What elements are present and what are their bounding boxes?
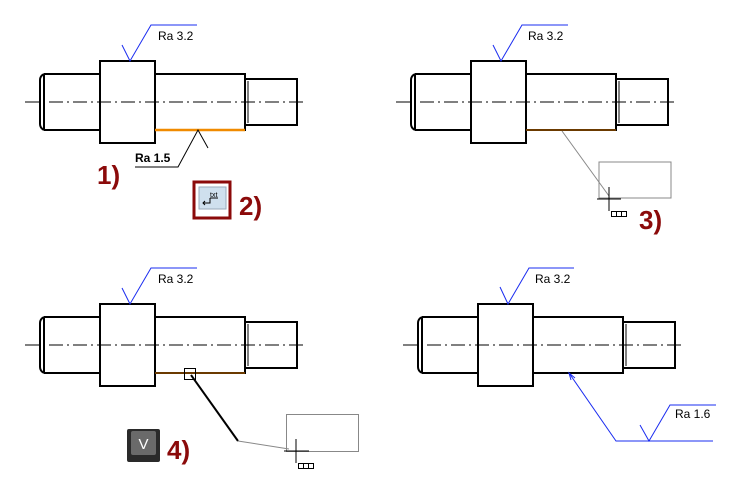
text-placement-box bbox=[598, 161, 672, 199]
step-label-3: 3) bbox=[639, 205, 662, 235]
leader-line bbox=[190, 374, 239, 442]
roughness-leader bbox=[568, 372, 713, 442]
crosshair-cursor-icon bbox=[284, 439, 314, 469]
text-placement-box bbox=[286, 414, 359, 452]
step-label-4: 4) bbox=[167, 435, 190, 465]
panel-2: Ra 3.2 3) bbox=[395, 24, 675, 235]
roughness-symbol-top bbox=[499, 267, 574, 306]
svg-text:V: V bbox=[138, 436, 148, 453]
snap-point-marker[interactable] bbox=[184, 368, 196, 380]
crosshair-cursor-icon bbox=[597, 187, 627, 217]
shaft-drawing bbox=[402, 303, 682, 387]
roughness-label-top: Ra 3.2 bbox=[528, 29, 564, 43]
leader-arrow-icon bbox=[568, 371, 576, 381]
roughness-label-bottom: Ra 1.6 bbox=[675, 407, 711, 421]
roughness-label-top: Ra 3.2 bbox=[535, 272, 571, 286]
roughness-symbol-bottom[interactable] bbox=[135, 128, 209, 168]
roughness-symbol-top bbox=[121, 24, 197, 63]
leader-line-preview bbox=[237, 440, 290, 450]
panel-4: Ra 3.2 Ra 1.6 bbox=[402, 267, 716, 443]
text-leader-button[interactable]: txt bbox=[192, 180, 232, 220]
text-leader-icon: txt bbox=[202, 192, 218, 206]
roughness-symbol-top bbox=[121, 267, 197, 306]
roughness-label-top: Ra 3.2 bbox=[158, 272, 194, 286]
panel-1: Ra 3.2 Ra 1.5 1) txt 2) bbox=[24, 24, 304, 221]
keyboard-key-v: V bbox=[127, 429, 160, 462]
leader-line-preview bbox=[561, 130, 610, 197]
step-label-1: 1) bbox=[97, 160, 120, 190]
roughness-symbol-bottom[interactable] bbox=[639, 404, 716, 443]
roughness-label-bottom: Ra 1.5 bbox=[135, 151, 171, 165]
step-label-2: 2) bbox=[239, 191, 262, 221]
roughness-symbol-top bbox=[492, 24, 568, 63]
svg-text:txt: txt bbox=[210, 192, 217, 199]
panel-3: Ra 3.2 V 4) bbox=[24, 267, 359, 469]
roughness-label-top: Ra 3.2 bbox=[158, 29, 194, 43]
